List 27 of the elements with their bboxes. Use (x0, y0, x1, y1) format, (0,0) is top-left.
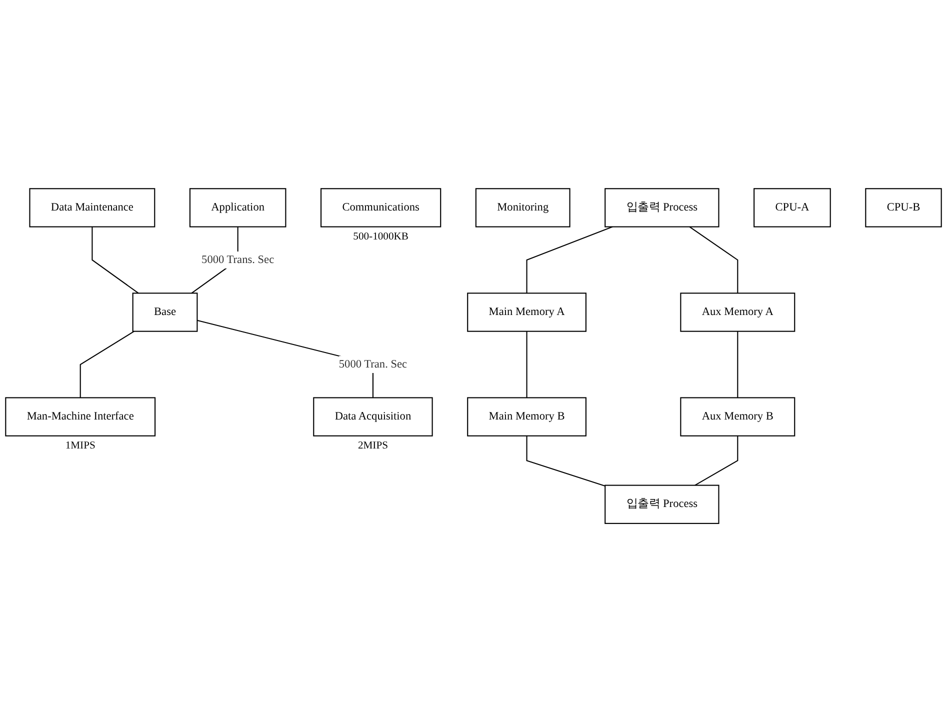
node-box: CPU-B (865, 188, 942, 228)
node-box: Aux Memory A (680, 293, 796, 332)
connector (526, 436, 606, 487)
node-caption: 500-1000KB (353, 232, 408, 243)
edge-label: 5000 Trans. Sec (202, 254, 274, 266)
node-box: 입출력 Process (604, 485, 720, 524)
node-box: Monitoring (475, 188, 570, 228)
node-box: Aux Memory B (680, 398, 796, 437)
connector (92, 227, 139, 294)
node-box: CPU-A (754, 188, 831, 228)
node-box: Main Memory A (467, 293, 586, 332)
node-box: Man-Machine Interface (5, 398, 156, 437)
connector (526, 332, 528, 398)
node-box: 입출력 Process (604, 188, 720, 228)
node-caption: 1MIPS (65, 441, 96, 452)
node-box: Base (132, 293, 198, 332)
node-box: Application (189, 188, 286, 228)
connector (694, 436, 738, 486)
node-box: Data Acquisition (313, 398, 433, 437)
connector (80, 331, 134, 398)
edge-label: 5000 Tran. Sec (338, 358, 408, 371)
node-box: Main Memory B (467, 398, 586, 437)
node-box: Data Maintenance (29, 188, 156, 228)
connector (689, 226, 738, 294)
connector (737, 332, 738, 398)
node-caption: 2MIPS (358, 441, 388, 452)
node-box: Communications (320, 188, 442, 228)
